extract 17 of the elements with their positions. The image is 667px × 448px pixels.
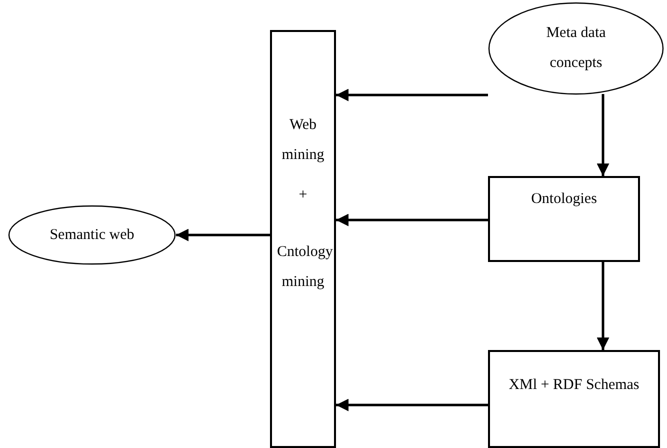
node-label: XMl + RDF Schemas (508, 376, 640, 395)
node-label: Ontologies (530, 190, 598, 209)
node-label: Web mining (280, 116, 326, 165)
arrow (596, 262, 610, 350)
node-label: + (298, 186, 308, 205)
arrow (176, 228, 270, 242)
arrow (596, 94, 610, 176)
arrow (336, 398, 488, 412)
arrow (336, 214, 488, 226)
ellipse-node (8, 205, 176, 265)
ellipse-node (488, 2, 664, 95)
process-box (488, 176, 640, 262)
node-label: Meta data concepts (545, 24, 607, 73)
process-box (270, 30, 336, 448)
process-box (488, 350, 660, 448)
node-label: Semantic web (48, 226, 136, 245)
arrow (336, 88, 488, 102)
